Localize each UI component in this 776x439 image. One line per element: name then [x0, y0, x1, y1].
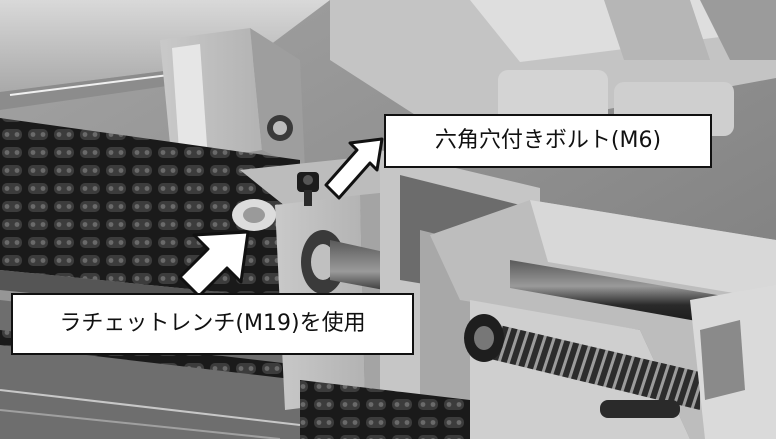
ratchet-pointer-arrow-icon: [178, 230, 250, 298]
ratchet-wrench-label: ラチェットレンチ(M19)を使用: [11, 293, 414, 355]
hex-bolt-label: 六角穴付きボルト(M6): [384, 114, 712, 168]
bolt-pointer-arrow-icon: [324, 137, 384, 200]
